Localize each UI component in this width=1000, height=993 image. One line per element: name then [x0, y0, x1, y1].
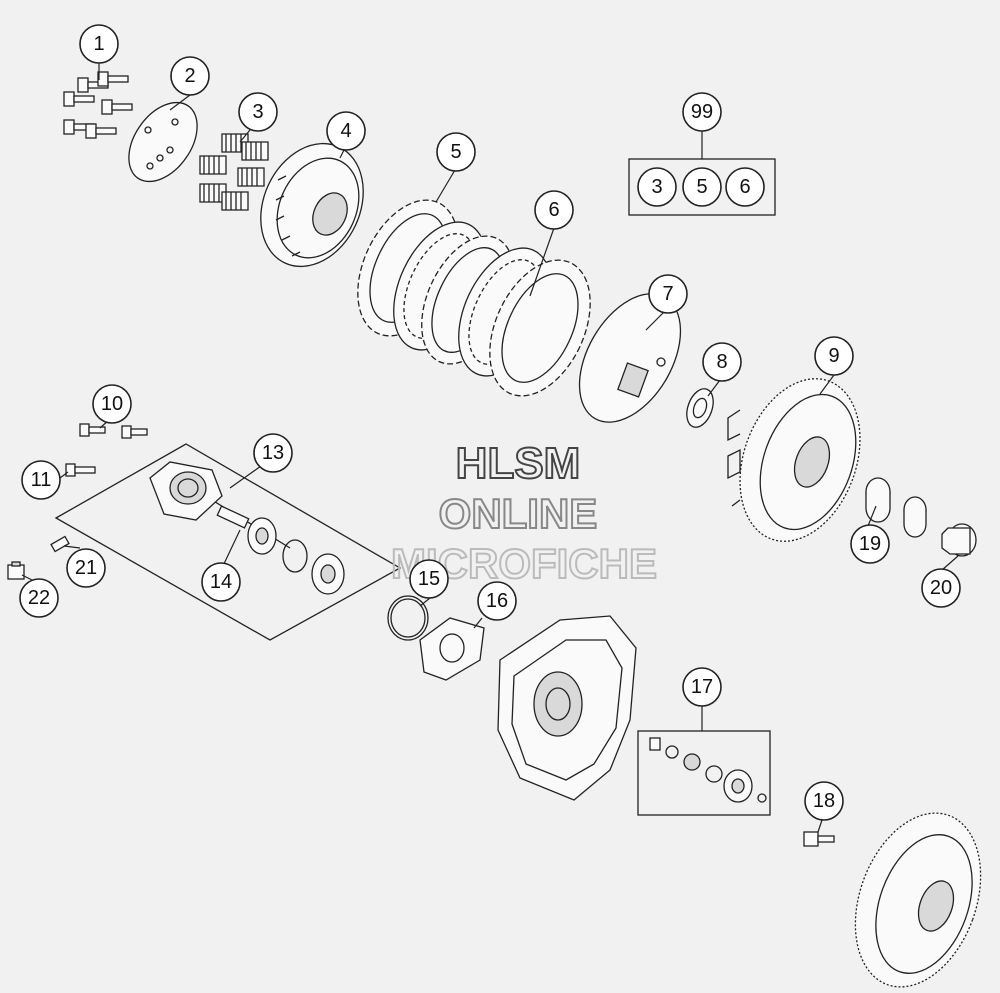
callout-17-label: 17 — [691, 676, 713, 698]
washer-part-8 — [686, 388, 714, 428]
callout-10: 10 — [92, 384, 132, 424]
callout-21-label: 21 — [75, 557, 97, 579]
callout-20-label: 20 — [930, 577, 952, 599]
callout-19: 19 — [850, 524, 890, 564]
callout-6-label: 6 — [548, 199, 559, 221]
clutch-cover — [497, 615, 637, 801]
callout-18-label: 18 — [813, 790, 835, 812]
callout-14: 14 — [201, 562, 241, 602]
callout-13-label: 13 — [262, 442, 284, 464]
callout-1: 1 — [79, 24, 119, 64]
callout-14-label: 14 — [210, 571, 232, 593]
gasket-part-16 — [419, 617, 485, 681]
callout-1-label: 1 — [93, 33, 104, 55]
callout-99: 99 — [682, 92, 722, 132]
outer-basket-lower — [854, 812, 982, 988]
shaft-part-14 — [216, 505, 345, 595]
outer-basket-part-9 — [727, 378, 861, 542]
sensor-part-21 — [50, 535, 70, 553]
callout-18: 18 — [804, 781, 844, 821]
watermark-line-1: HLSM — [456, 439, 581, 488]
bolts-part-10 — [79, 423, 148, 439]
callout-3-label: 3 — [252, 101, 263, 123]
kit-99-item-3: 6 — [725, 167, 765, 207]
plug-part-22 — [7, 561, 25, 580]
callout-17: 17 — [682, 667, 722, 707]
callout-15: 15 — [409, 559, 449, 599]
callout-15-label: 15 — [418, 568, 440, 590]
callout-99-label: 99 — [691, 101, 713, 123]
callout-6: 6 — [534, 190, 574, 230]
pressure-plate-part-2 — [128, 101, 198, 183]
callout-3: 3 — [238, 92, 278, 132]
callout-2: 2 — [170, 56, 210, 96]
kit-box-99 — [628, 128, 776, 216]
spacer-part-20 — [941, 523, 977, 557]
bolts-part-1 — [63, 71, 133, 139]
disc-part-7 — [578, 293, 682, 423]
callout-16: 16 — [477, 581, 517, 621]
inner-hub-part-4 — [260, 142, 364, 268]
o-ring-part-15 — [387, 595, 429, 641]
callout-13: 13 — [253, 433, 293, 473]
clutch-springs-part-3 — [199, 133, 269, 211]
callout-22-label: 22 — [28, 587, 50, 609]
callout-7-label: 7 — [662, 283, 673, 305]
watermark-line-2: ONLINE — [439, 490, 598, 537]
callout-19-label: 19 — [859, 533, 881, 555]
callout-4-label: 4 — [340, 120, 351, 142]
callout-4: 4 — [326, 111, 366, 151]
callout-5-label: 5 — [450, 141, 461, 163]
callout-9: 9 — [814, 336, 854, 376]
kit-99-item-3-label: 6 — [739, 176, 750, 198]
callout-16-label: 16 — [486, 590, 508, 612]
assembly-box-13 — [54, 443, 402, 641]
kit-box-part-17 — [637, 730, 771, 816]
callout-11: 11 — [21, 460, 61, 500]
callout-22: 22 — [19, 578, 59, 618]
callout-5: 5 — [436, 132, 476, 172]
bolt-part-18 — [803, 831, 835, 847]
kit-99-item-2: 5 — [682, 167, 722, 207]
callout-9-label: 9 — [828, 345, 839, 367]
callout-8-label: 8 — [716, 351, 727, 373]
kit-99-item-1: 3 — [637, 167, 677, 207]
callout-21: 21 — [66, 548, 106, 588]
callout-11-label: 11 — [31, 469, 52, 491]
bolt-part-11 — [65, 463, 96, 477]
callout-2-label: 2 — [184, 65, 195, 87]
kit-99-item-1-label: 3 — [651, 176, 662, 198]
callout-7: 7 — [648, 274, 688, 314]
callout-8: 8 — [702, 342, 742, 382]
steel-discs-part-6 — [458, 247, 591, 397]
pump-housing-part-13 — [149, 461, 223, 521]
callout-20: 20 — [921, 568, 961, 608]
callout-10-label: 10 — [101, 393, 123, 415]
kit-99-item-2-label: 5 — [696, 176, 707, 198]
